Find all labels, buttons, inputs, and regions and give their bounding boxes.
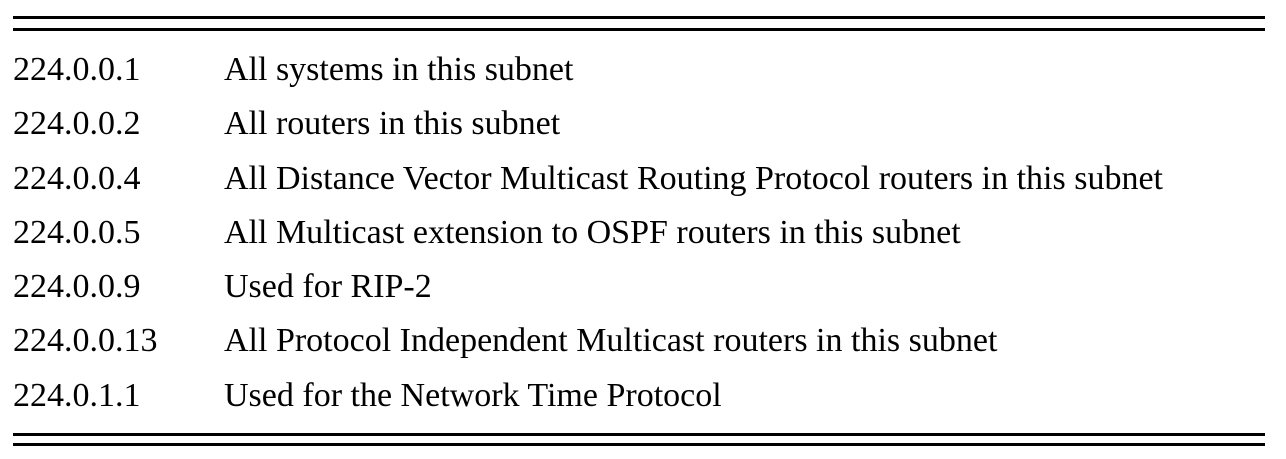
top-rule-inner xyxy=(13,28,1265,31)
description-cell: All Protocol Independent Multicast route… xyxy=(224,322,998,360)
address-cell: 224.0.0.9 xyxy=(13,268,141,306)
top-rule-outer xyxy=(13,16,1265,19)
bottom-rule-inner xyxy=(13,443,1265,446)
table-body: 224.0.0.1 All systems in this subnet 224… xyxy=(13,43,1273,423)
address-cell: 224.0.0.1 xyxy=(13,51,141,88)
description-cell: Used for the Network Time Protocol xyxy=(224,376,722,414)
table-row: 224.0.0.5 All Multicast extension to OSP… xyxy=(13,206,1273,260)
table-row: 224.0.0.1 All systems in this subnet xyxy=(13,43,1273,97)
table-row: 224.0.0.4 All Distance Vector Multicast … xyxy=(13,152,1273,206)
address-cell: 224.0.0.5 xyxy=(13,213,141,251)
description-cell: All routers in this subnet xyxy=(224,105,561,143)
table-row: 224.0.0.2 All routers in this subnet xyxy=(13,97,1273,151)
address-cell: 224.0.0.13 xyxy=(13,322,158,360)
table-row: 224.0.0.9 Used for RIP-2 xyxy=(13,260,1273,314)
table-row: 224.0.1.1 Used for the Network Time Prot… xyxy=(13,369,1273,423)
bottom-rule-outer xyxy=(13,433,1265,436)
description-cell: All systems in this subnet xyxy=(224,51,574,88)
table-row: 224.0.0.13 All Protocol Independent Mult… xyxy=(13,314,1273,368)
description-cell: Used for RIP-2 xyxy=(224,268,432,306)
address-cell: 224.0.1.1 xyxy=(13,376,141,414)
description-cell: All Distance Vector Multicast Routing Pr… xyxy=(224,159,1163,197)
address-cell: 224.0.0.2 xyxy=(13,105,141,143)
address-cell: 224.0.0.4 xyxy=(13,159,141,197)
description-cell: All Multicast extension to OSPF routers … xyxy=(224,213,961,251)
